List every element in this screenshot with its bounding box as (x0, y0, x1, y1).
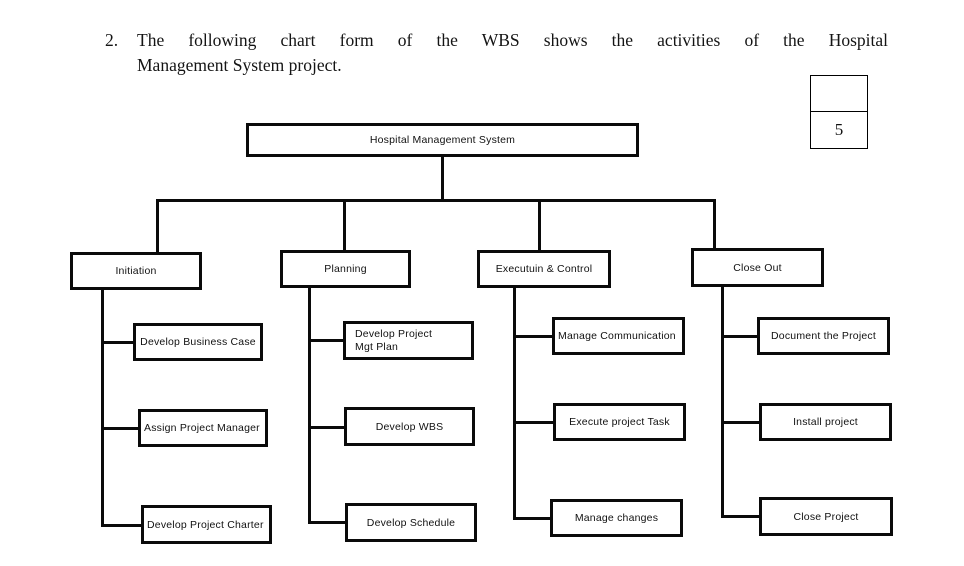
connector-stub (513, 335, 552, 338)
wbs-node-execution-control: Executuin & Control (477, 250, 611, 288)
question-block: 2. The following chart form of the WBS s… (105, 28, 891, 78)
score-box-value: 5 (834, 119, 844, 139)
wbs-node-manage-changes: Manage changes (550, 499, 683, 537)
wbs-node-initiation: Initiation (70, 252, 202, 290)
wbs-node-document-the-project: Document the Project (757, 317, 890, 355)
connector-stub (721, 421, 759, 424)
wbs-node-develop-schedule: Develop Schedule (345, 503, 477, 542)
connector-drop-execution (538, 199, 541, 250)
connector-stub (101, 341, 133, 344)
connector-drop-initiation (156, 199, 159, 252)
connector-drop-closeout (713, 199, 716, 248)
question-line-2: Management System project. (137, 55, 342, 75)
question-text: The following chart form of the WBS show… (137, 28, 888, 78)
question-number: 2. (105, 30, 119, 50)
wbs-node-planning: Planning (280, 250, 411, 288)
connector-trunk-closeout (721, 287, 724, 518)
wbs-node-assign-project-manager: Assign Project Manager (138, 409, 268, 447)
question-line-1: The following chart form of the WBS show… (137, 30, 888, 50)
wbs-node-develop-project-charter: Develop Project Charter (141, 505, 272, 544)
wbs-node-install-project: Install project (759, 403, 892, 441)
wbs-node-develop-wbs: Develop WBS (344, 407, 475, 446)
wbs-node-root: Hospital Management System (246, 123, 639, 157)
connector-stub (308, 521, 345, 524)
connector-stub (308, 426, 344, 429)
score-box: 5 (810, 75, 868, 149)
wbs-node-develop-business-case: Develop Business Case (133, 323, 263, 361)
wbs-node-close-project: Close Project (759, 497, 893, 536)
wbs-node-develop-project-mgt-plan: Develop Project Mgt Plan (343, 321, 474, 360)
connector-stub (513, 421, 553, 424)
connector-stub (721, 515, 759, 518)
connector-main-horizontal (156, 199, 716, 202)
connector-stub (101, 427, 138, 430)
score-box-empty-cell (811, 76, 867, 112)
connector-stub (721, 335, 757, 338)
connector-stub (308, 339, 343, 342)
connector-stub (101, 524, 141, 527)
connector-stub (513, 517, 550, 520)
connector-trunk-execution (513, 288, 516, 520)
connector-root-stem (441, 157, 444, 201)
wbs-node-manage-communication: Manage Communication (552, 317, 685, 355)
wbs-node-label: Develop Project Mgt Plan (355, 327, 433, 353)
wbs-node-close-out: Close Out (691, 248, 824, 287)
connector-trunk-planning (308, 288, 311, 524)
connector-drop-planning (343, 199, 346, 250)
connector-trunk-initiation (101, 290, 104, 527)
wbs-node-execute-project-task: Execute project Task (553, 403, 686, 441)
